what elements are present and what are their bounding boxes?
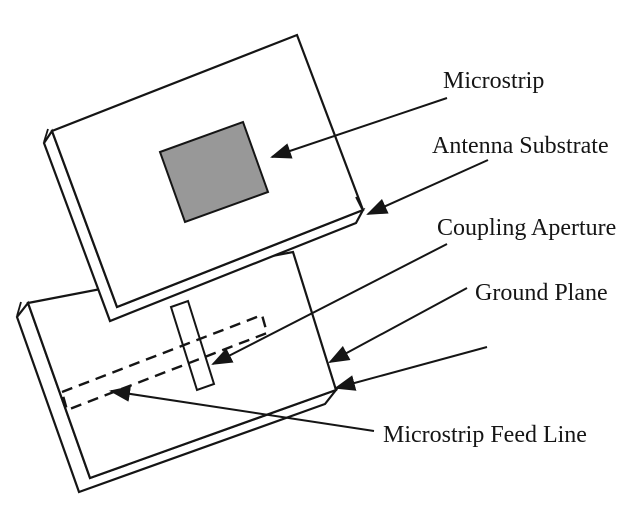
microstrip-feed-line-pointer-line [109, 385, 375, 432]
right-edge-pointer-line [334, 346, 488, 391]
coupling-aperture-pointer-line [211, 243, 448, 365]
label-microstrip-feed-line: Microstrip Feed Line [383, 422, 587, 448]
label-ground-plane: Ground Plane [475, 280, 608, 306]
label-microstrip: Microstrip [443, 68, 544, 94]
microstrip-patch [158, 120, 270, 224]
ground-plane-corner-tick [16, 301, 22, 317]
label-coupling-aperture: Coupling Aperture [437, 215, 616, 241]
microstrip-feed-line-dashed [60, 313, 269, 412]
ground-plane-pointer-line [328, 287, 468, 363]
antenna-substrate-corner-tick-left [43, 128, 49, 143]
microstrip-pointer-line [270, 97, 448, 159]
antenna-substrate-corner-tick-right [355, 196, 363, 210]
antenna-substrate-pointer-line [366, 159, 489, 215]
label-antenna-substrate: Antenna Substrate [432, 133, 609, 159]
